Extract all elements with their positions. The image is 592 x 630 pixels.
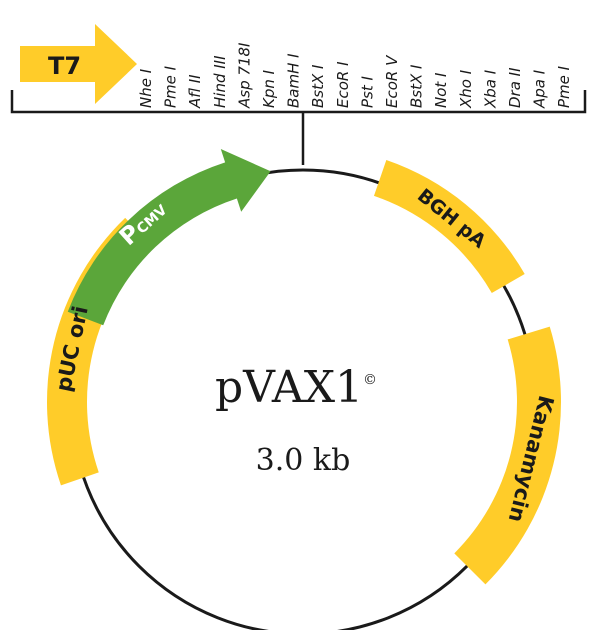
restriction-site-label: Dra II [506, 67, 524, 108]
mcs-bracket [10, 90, 587, 114]
bgh-pa-feature [373, 159, 525, 293]
restriction-site-label: Hind III [211, 55, 229, 108]
plasmid-name: pVAX1© [215, 362, 377, 413]
copyright-mark: © [363, 372, 377, 388]
restriction-site-label: Apa I [531, 69, 549, 109]
restriction-site-label: Not I [432, 72, 450, 108]
kanamycin-feature [454, 326, 561, 585]
puc-ori-feature [47, 217, 153, 486]
restriction-site-label: Xba I [481, 69, 499, 109]
plasmid-name-text: pVAX1 [215, 362, 363, 413]
t7-label: T7 [48, 52, 81, 80]
restriction-site-label: Afl II [186, 74, 204, 109]
restriction-site-label: EcoR I [334, 61, 352, 108]
restriction-site-label: BstX I [408, 64, 426, 108]
restriction-site-label: Kpn I [260, 69, 278, 108]
restriction-site-label: Pme I [555, 65, 573, 108]
restriction-site-label: Pst I [358, 75, 376, 108]
restriction-site-label: BstX I [309, 64, 327, 108]
cmv-promoter-arrow-icon [67, 149, 271, 326]
restriction-site-label: Asp 718I [235, 42, 253, 109]
plasmid-size: 3.0 kb [256, 443, 351, 478]
restriction-site-label: BamH I [285, 53, 303, 108]
restriction-site-label: Xho I [457, 69, 475, 109]
restriction-site-label: EcoR V [383, 54, 401, 108]
t7-arrow-icon [20, 24, 137, 104]
restriction-sites: Nhe I Pme I Afl II Hind III Asp 718I Kpn I Bam… [137, 42, 573, 109]
restriction-site-label: Nhe I [137, 68, 155, 108]
restriction-site-label: Pme I [162, 65, 180, 108]
